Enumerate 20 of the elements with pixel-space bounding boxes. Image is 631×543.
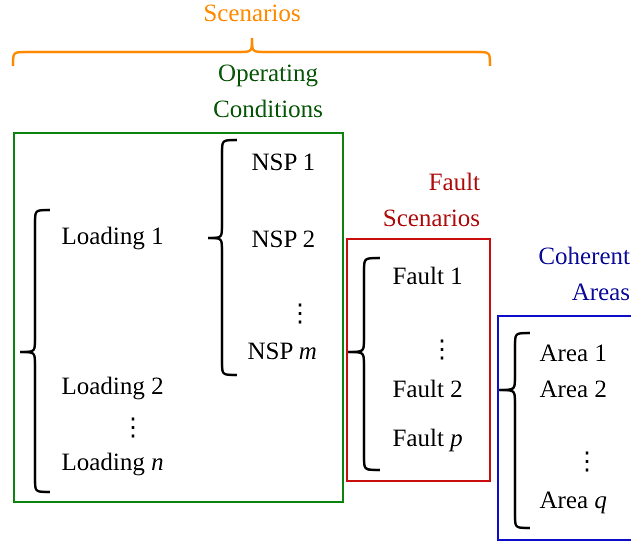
group-heading: Coherent Areas bbox=[537, 242, 630, 308]
item-label: Loading n bbox=[62, 448, 164, 476]
item-label: Fault p bbox=[392, 424, 463, 452]
item-label: NSP 2 bbox=[252, 226, 316, 254]
group-heading: Operating Conditions bbox=[212, 59, 324, 125]
item-label: Area q bbox=[540, 486, 607, 514]
item-label: NSP m bbox=[248, 338, 317, 366]
item-label: Loading 2 bbox=[62, 372, 164, 400]
group-title: Scenarios bbox=[202, 0, 302, 28]
item-label: NSP 1 bbox=[252, 148, 316, 176]
group-heading: Fault Scenarios bbox=[382, 168, 480, 234]
item-label: ⋮ bbox=[430, 336, 454, 364]
item-label: ⋮ bbox=[288, 300, 312, 328]
item-label: ⋮ bbox=[574, 448, 600, 476]
item-label: Loading 1 bbox=[62, 222, 164, 250]
item-label: Area 2 bbox=[540, 376, 607, 404]
item-label: Area 1 bbox=[540, 340, 607, 368]
item-label: Fault 1 bbox=[392, 262, 463, 290]
item-label: Fault 2 bbox=[392, 376, 463, 404]
item-label: ⋮ bbox=[120, 414, 146, 442]
